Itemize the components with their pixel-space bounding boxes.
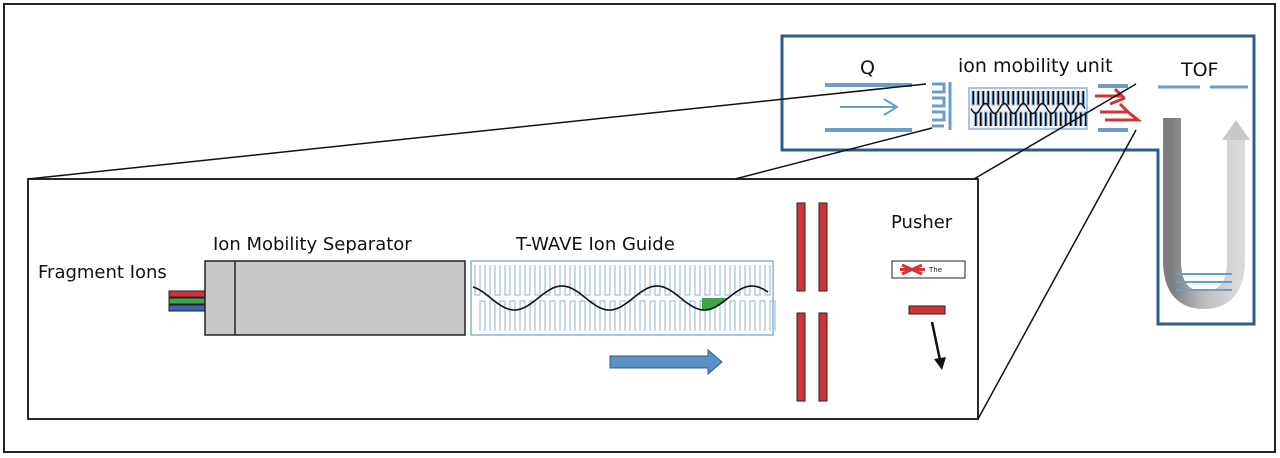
zoom-projection-lines bbox=[27, 83, 1137, 420]
ion-travel-arrow bbox=[609, 348, 723, 376]
exit-electrodes bbox=[796, 202, 828, 402]
ion-bar-green bbox=[168, 297, 206, 305]
detail-view: Fragment Ions Ion Mobility Separator T-W… bbox=[27, 178, 979, 420]
t-wave-ion-guide bbox=[470, 260, 776, 336]
outer-frame bbox=[3, 3, 1276, 453]
instrument-overview: Q ion mobility unit bbox=[780, 34, 1256, 326]
red-ion-arrows bbox=[1095, 87, 1143, 122]
q-arrow bbox=[840, 98, 899, 116]
pusher-label: Pusher bbox=[891, 212, 953, 233]
tof-label: TOF bbox=[1180, 59, 1219, 81]
ion-bar-blue bbox=[168, 304, 206, 312]
pusher-box-text: The bbox=[928, 266, 942, 274]
ion-mobility-separator bbox=[204, 260, 466, 336]
entrance-electrodes bbox=[932, 82, 952, 130]
ion-bar-red bbox=[168, 290, 206, 298]
reflectron-plates bbox=[1176, 273, 1232, 291]
ion-mobility-cell bbox=[968, 87, 1088, 130]
mini-travelling-wave bbox=[970, 102, 1086, 115]
instrument-outline bbox=[780, 34, 1256, 326]
fragment-ion-bars bbox=[168, 290, 206, 312]
pusher-ion-marker bbox=[900, 263, 925, 276]
t-wave-ion-guide-label: T-WAVE Ion Guide bbox=[515, 234, 675, 255]
wave-trough-green bbox=[702, 298, 733, 310]
tof-flight-arrow bbox=[1163, 118, 1250, 310]
q-label: Q bbox=[860, 57, 875, 79]
pusher-plate: The bbox=[891, 260, 966, 279]
travelling-wave bbox=[472, 285, 769, 311]
ion-mobility-separator-label: Ion Mobility Separator bbox=[213, 234, 412, 255]
fragment-ions-label: Fragment Ions bbox=[38, 262, 167, 283]
push-direction-arrow bbox=[930, 321, 946, 370]
pusher-red-plate bbox=[908, 305, 946, 315]
ion-mobility-unit-label: ion mobility unit bbox=[958, 55, 1113, 77]
